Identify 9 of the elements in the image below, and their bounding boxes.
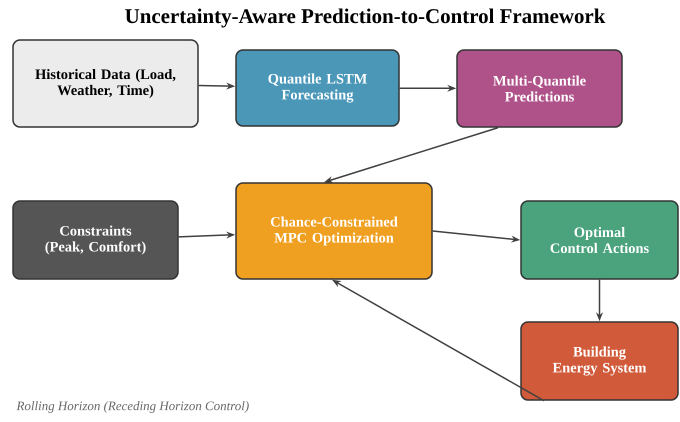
- process-box: Constraints (Peak, Comfort): [12, 200, 179, 280]
- process-box: Multi-Quantile Predictions: [456, 49, 623, 128]
- process-box: Chance-Constrained MPC Optimization: [235, 182, 433, 280]
- process-box: Historical Data (Load, Weather, Time): [12, 39, 199, 128]
- title: Uncertainty-Aware Prediction-to-Control Framework: [125, 8, 606, 28]
- note: Rolling Horizon (Receding Horizon Control): [16, 401, 249, 413]
- process-box: Building Energy System: [520, 321, 679, 401]
- process-box: Quantile LSTM Forecasting: [235, 49, 400, 127]
- process-box: Optimal Control Actions: [520, 200, 679, 280]
